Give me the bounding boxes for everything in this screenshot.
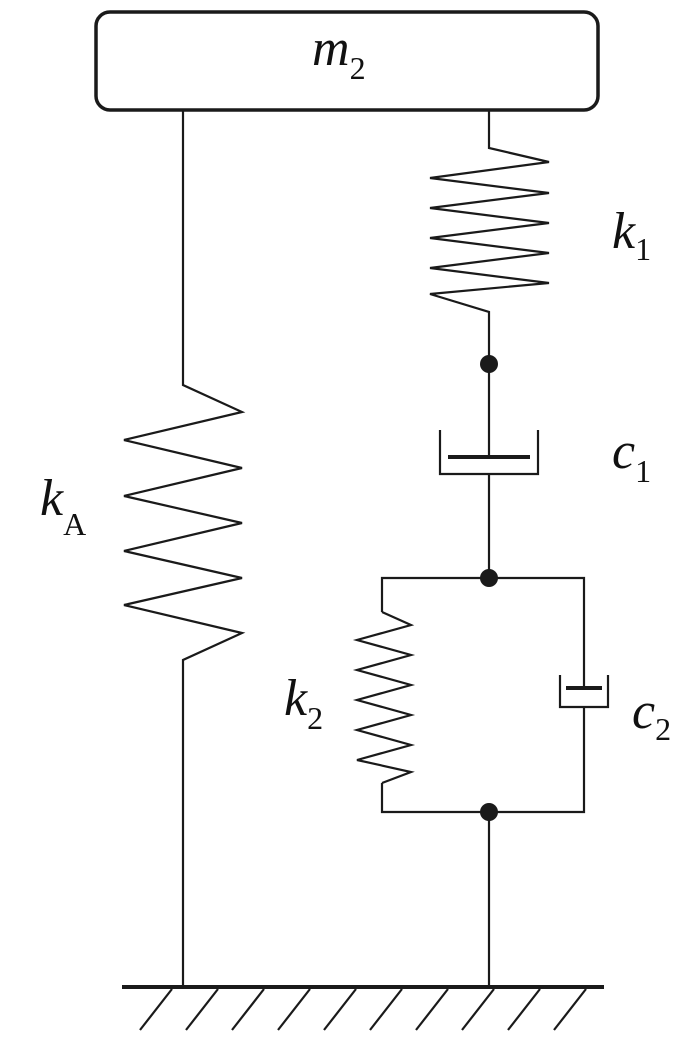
spring-kA (123, 110, 246, 985)
mass-m2-block (94, 10, 600, 112)
ground (122, 985, 604, 1031)
parallel-frame-bottom (380, 707, 586, 814)
spring-k2-label: k2 (284, 670, 323, 736)
spring-k1-label: k1 (612, 203, 651, 267)
spring-k1 (429, 110, 550, 362)
damper-c1 (438, 364, 540, 578)
damper-c2-label: c2 (632, 683, 671, 747)
spring-k2 (352, 610, 416, 785)
parallel-frame-top (380, 576, 586, 670)
mass-m2-label: m2 (312, 20, 366, 86)
spring-kA-label: kA (40, 470, 86, 542)
damper-c2 (558, 670, 610, 709)
damper-c1-label: c1 (612, 423, 651, 489)
